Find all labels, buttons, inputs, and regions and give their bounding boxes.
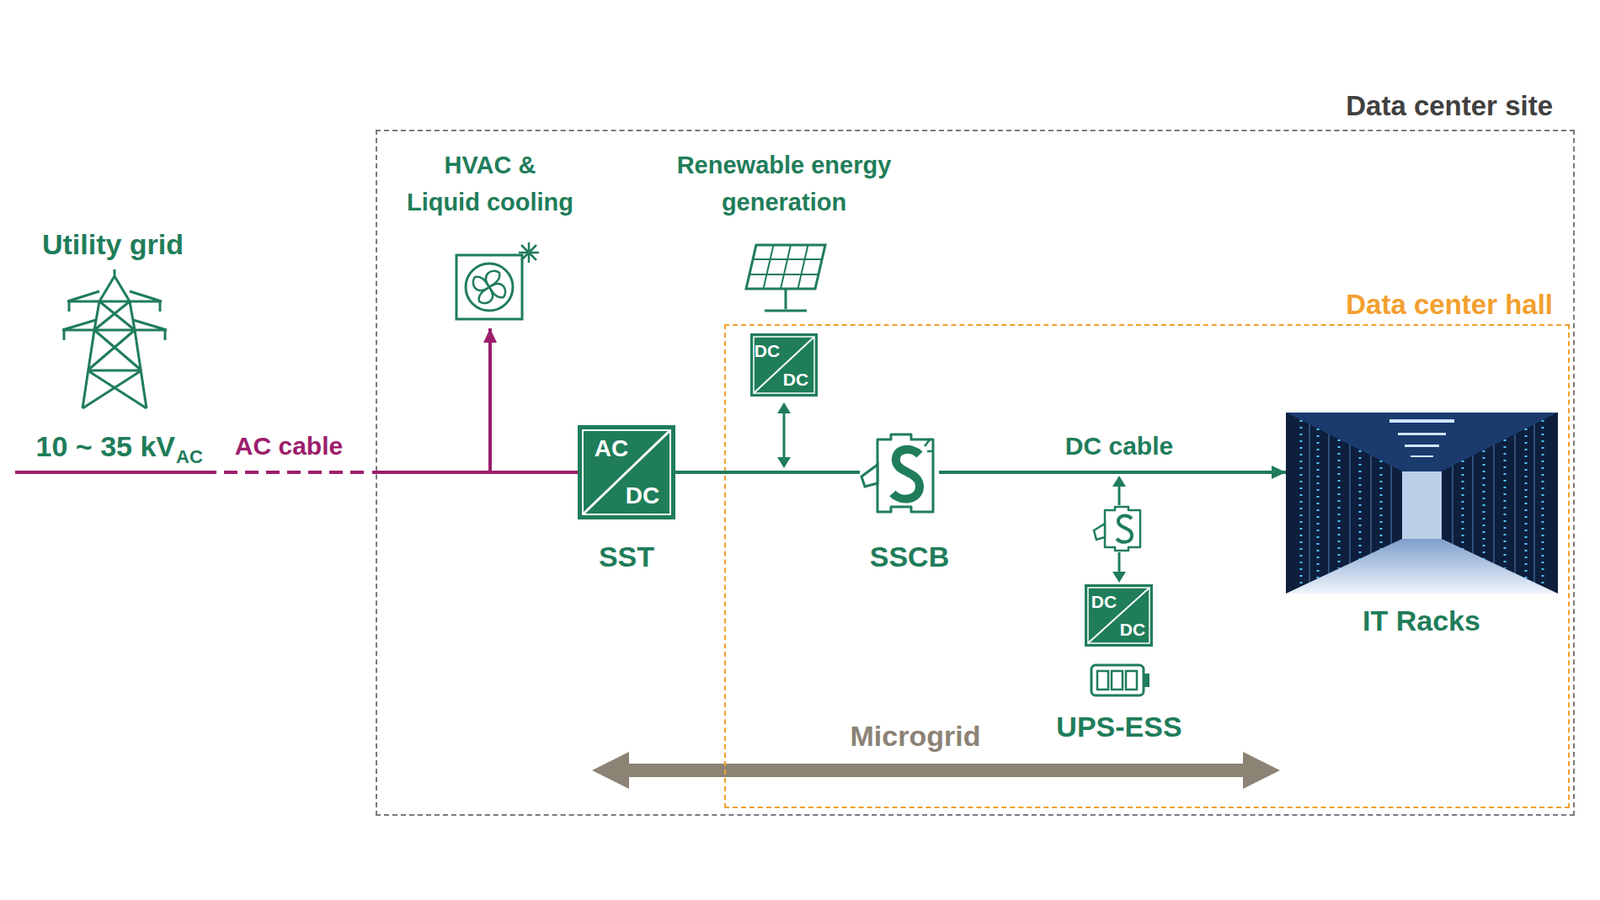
converter-input: DC <box>754 337 780 365</box>
battery-body <box>1091 665 1144 696</box>
renewable-source: Renewable energy generation <box>665 148 903 317</box>
arrow-shaft <box>1118 552 1121 575</box>
ceiling-light <box>1389 419 1455 423</box>
converter-input: DC <box>1091 588 1117 616</box>
converter-box <box>1084 584 1153 647</box>
cable-line <box>15 328 491 473</box>
converter-input: AC <box>594 431 629 468</box>
ups-switch-s-mark <box>1116 516 1132 543</box>
cable-line <box>938 470 1286 475</box>
converter-inset <box>1088 587 1150 644</box>
battery-terminal <box>1143 673 1150 688</box>
dc-dc-converter: DCDC <box>750 333 818 397</box>
panel-frame <box>746 245 826 289</box>
cable-line <box>15 470 578 475</box>
battery-cell <box>1111 671 1123 690</box>
rack-leds <box>1301 420 1543 587</box>
converter-box <box>750 333 818 397</box>
component-name: UPS-ESS <box>1056 705 1182 750</box>
sscb-s-mark <box>892 449 920 500</box>
ceiling-light <box>1410 455 1434 458</box>
panel-stand <box>764 288 807 311</box>
transmission-tower <box>62 269 167 409</box>
sscb-tick <box>924 438 934 452</box>
utility-grid: Utility grid10 ~ 35 kVAC <box>15 227 221 473</box>
arrow-shaft <box>1118 484 1121 506</box>
sscb-symbol <box>877 434 934 512</box>
solar-panel <box>746 245 826 311</box>
ups-switch-handle <box>1093 523 1105 540</box>
microgrid-span-arrow <box>592 752 1280 790</box>
source-title: Renewable energy generation <box>671 146 897 221</box>
hall-background <box>1285 412 1558 594</box>
arrow-head <box>1112 571 1126 583</box>
sst-diagonal <box>582 430 671 515</box>
battery-cell <box>1097 671 1109 690</box>
rack-edges <box>1309 424 1535 583</box>
arrow-shaft <box>783 410 786 460</box>
end-wall <box>1402 471 1442 539</box>
boundary-title: Data center site <box>1345 85 1553 128</box>
converter-diagonal <box>1088 587 1150 644</box>
ceiling-light <box>1397 432 1446 436</box>
panel-grid <box>749 245 822 289</box>
converter-output: DC <box>1120 616 1146 644</box>
load-title: HVAC & Liquid cooling <box>405 146 576 221</box>
cable-label: AC cable <box>234 426 343 466</box>
solid-state-transformer: ACDCSST <box>577 425 676 573</box>
hvac-fan-blades <box>473 271 506 304</box>
voltage-value: 10 ~ 35 kV <box>36 425 176 470</box>
arrow-head <box>1112 475 1126 487</box>
source-title: Utility grid <box>42 223 184 267</box>
arrow-head <box>777 402 791 414</box>
ups-storage: DCDCUPS-ESS <box>1051 584 1187 742</box>
converter-output: DC <box>783 366 809 394</box>
battery-cell <box>1125 671 1137 690</box>
voltage-subscript: AC <box>176 442 203 471</box>
floor <box>1285 538 1558 594</box>
fan-blade <box>473 277 490 291</box>
converter-inset <box>753 336 815 394</box>
ups-arrows <box>1112 475 1126 583</box>
snowflake-symbol <box>518 242 539 263</box>
server-hall-illustration <box>1285 412 1558 594</box>
arrow-head <box>777 457 791 469</box>
hvac-fan-ring <box>465 263 513 311</box>
component-name: SSCB <box>869 535 950 580</box>
hvac-icon-frame <box>456 255 523 320</box>
sscb-handle <box>861 464 878 487</box>
hall-boundary: DCDCSSCBDCDCUPS-ESSIT RacksData center h… <box>724 324 1570 809</box>
site-boundary: HVAC & Liquid cooling Renewable energy ge… <box>375 129 1575 816</box>
converter-output: DC <box>625 478 660 515</box>
ups-switch-symbol <box>1104 506 1141 551</box>
circuit-breaker: SSCB <box>859 433 939 573</box>
converter-diagonal <box>753 336 815 394</box>
cable-label: DC cable <box>1065 426 1174 466</box>
boundary-title: Data center hall <box>1345 283 1553 326</box>
component-name: IT Racks <box>1362 599 1481 644</box>
sst-box <box>577 425 676 520</box>
it-racks: IT Racks <box>1285 412 1558 640</box>
cable-line <box>675 470 860 475</box>
component-name: SST <box>598 535 655 580</box>
bidirectional-arrow <box>777 402 791 469</box>
cooling-load: HVAC & Liquid cooling <box>395 148 585 329</box>
sst-inset <box>582 430 671 515</box>
span-label: Microgrid <box>850 714 982 759</box>
ceiling-light <box>1404 444 1440 448</box>
